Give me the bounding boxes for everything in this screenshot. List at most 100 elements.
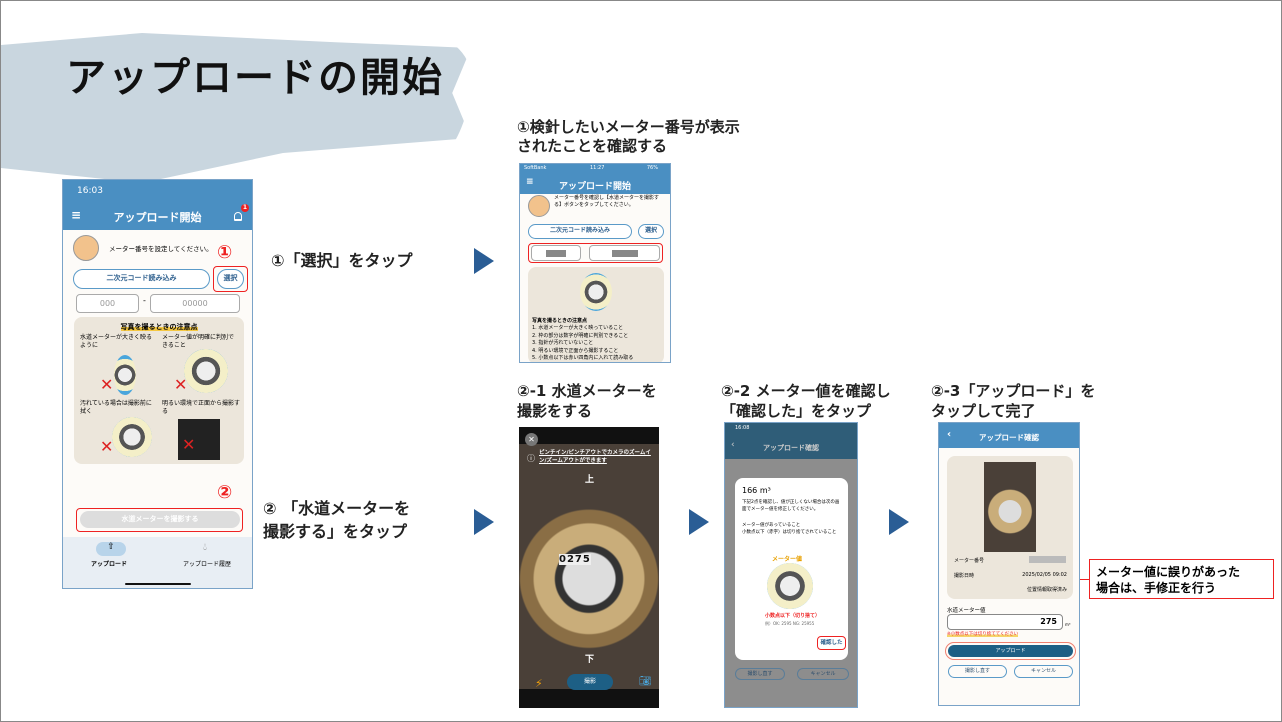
shutter-button[interactable]: 撮影	[567, 674, 613, 690]
menu-icon[interactable]: ≡	[71, 208, 82, 222]
tips-panel: 写真を撮るときの注意点 水道メーターが大きく映るように メーター値が明確に判別で…	[74, 317, 244, 464]
confirmed-button[interactable]: 確認した	[817, 636, 846, 650]
photo-panel: メーター番号 撮影日時 2025/02/05 09:02 位置情報取得済み	[947, 456, 1073, 599]
flash-icon[interactable]: ⚡	[535, 677, 543, 690]
highlight-upload	[945, 642, 1076, 660]
status-time: 16:08	[735, 425, 750, 431]
meter-number-input[interactable]: 00000	[150, 294, 240, 313]
dark-meter-photo	[178, 419, 220, 460]
meter-number-label: メーター番号	[954, 558, 985, 564]
marker-1: ①	[217, 242, 233, 263]
x-icon: ✕	[182, 435, 196, 454]
back-icon[interactable]: ‹	[947, 429, 952, 440]
step-2-label-line2: 撮影する」をタップ	[263, 522, 408, 541]
unit-label: m³	[1065, 622, 1071, 627]
decimal-label: 小数点以下（切り捨て）	[765, 613, 821, 619]
shoot-meter-button[interactable]: 水道メーターを撮影する	[80, 511, 240, 528]
meter-illustration	[112, 417, 152, 457]
tip: 1. 水道メーターが大きく映っていること	[532, 325, 624, 331]
step-2-2-label-line2: 「確認した」をタップ	[721, 402, 872, 420]
battery: 76%	[646, 165, 658, 171]
header-title: アップロード確認	[763, 444, 819, 452]
camera-preview	[519, 444, 659, 689]
arrow-icon	[474, 509, 494, 535]
close-icon[interactable]: ✕	[525, 433, 538, 446]
date-label: 撮影日時	[954, 573, 975, 579]
carrier: SoftBank	[524, 165, 547, 171]
meter-number-prefix-input[interactable]	[531, 245, 581, 261]
mascot-avatar	[73, 235, 99, 261]
highlight-shoot	[76, 508, 243, 532]
marker-2: ②	[217, 482, 233, 503]
tip: 5. 小数点以下は赤い四角内に入れて読み取る	[532, 355, 634, 361]
meter-number-input[interactable]	[589, 245, 660, 261]
header-title: アップロード開始	[113, 211, 202, 224]
meter-reading: 0275	[559, 554, 591, 565]
select-button[interactable]: 選択	[217, 269, 244, 289]
select-button[interactable]: 選択	[638, 224, 664, 239]
x-icon: ✕	[100, 437, 114, 456]
nav-history[interactable]: アップロード履歴	[183, 561, 232, 568]
callout-connector	[1080, 579, 1090, 580]
date-value: 2025/02/05 09:02	[1022, 572, 1067, 578]
phone-upload-confirm: ‹ アップロード確認 メーター番号 撮影日時 2025/02/05 09:02 …	[938, 422, 1080, 706]
header-title: アップロード確認	[979, 433, 1039, 442]
drop-icon[interactable]: 💧︎	[203, 542, 207, 553]
confirm-dialog: 166 m³ 下記2点を確認し、値が正しくない場合は次の画面でメーター値を修正し…	[735, 478, 848, 660]
check-item: メーター値があっていること	[742, 523, 801, 528]
step-2-3-label-line2: タップして完了	[931, 402, 1036, 420]
phone-camera: ✕ ⓘ ピンチイン/ピンチアウトでカメラのズームイン/ズームアウトができます 上…	[519, 427, 659, 708]
upload-icon[interactable]: ⇧	[96, 542, 126, 556]
phone-upload-start: 16:03 ≡ アップロード開始 1 メーター番号を設定してください。 ① 二次…	[62, 179, 253, 589]
nav-upload[interactable]: アップロード	[91, 561, 128, 568]
location-status: 位置情報取得済み	[1026, 587, 1067, 593]
tip: 4. 明るい環境で正面から撮影すること	[532, 347, 619, 354]
qr-read-button[interactable]: 二次元コード読み込み	[73, 269, 210, 289]
step-2-2-label-line1: ②-2 メーター値を確認し	[721, 382, 891, 400]
menu-icon[interactable]: ≡	[526, 177, 534, 187]
cancel-button[interactable]: キャンセル	[797, 668, 849, 680]
help-icon[interactable]: ⓘ	[527, 454, 535, 463]
tips-panel: 写真を撮るときの注意点 1. 水道メーターが大きく映っていること 2. 枠の部分…	[528, 267, 664, 362]
tip-3: 汚れている場合は撮影前に拭く	[80, 400, 152, 415]
qr-read-button[interactable]: 二次元コード読み込み	[528, 224, 632, 239]
cancel-button[interactable]: キャンセル	[1014, 665, 1073, 678]
tip: 2. 枠の部分は数字が明確に判別できること	[532, 332, 629, 339]
down-label: 下	[585, 655, 595, 665]
tips-title: 写真を撮るときの注意点	[120, 323, 198, 331]
back-icon[interactable]: ‹	[731, 440, 735, 450]
switch-camera-icon[interactable]: 📷︎	[639, 676, 652, 687]
check-item: 小数点以下（赤字）は切り捨てされていること	[742, 529, 837, 535]
step-2-3-label-line1: ②-3「アップロード」を	[931, 382, 1096, 400]
tips-title: 写真を撮るときの注意点	[532, 318, 588, 324]
arrow-icon	[474, 248, 494, 274]
meter-illustration	[184, 349, 228, 393]
retake-button[interactable]: 撮影し直す	[735, 668, 785, 680]
upload-button[interactable]: アップロード	[948, 645, 1073, 657]
check-list: メーター値があっていること 小数点以下（赤字）は切り捨てされていること	[742, 523, 842, 536]
bell-icon[interactable]	[234, 212, 242, 221]
x-icon: ✕	[174, 375, 188, 394]
meter-value-label: 水道メーター値	[947, 608, 986, 614]
meter-value-input[interactable]: 275	[947, 614, 1063, 630]
bottom-nav: ⇧ アップロード 💧︎ アップロード履歴	[63, 537, 252, 588]
callout-box: メーター値に誤りがあった 場合は、手修正を行う	[1089, 559, 1274, 599]
home-indicator	[125, 583, 191, 585]
callout-line1: メーター値に誤りがあった	[1096, 565, 1241, 579]
meter-label: メーター値	[772, 556, 803, 563]
step-2-1-label-line1: ②-1 水道メーターを	[517, 382, 657, 400]
status-time: 11:27	[590, 165, 605, 171]
detected-value: 166 m³	[742, 486, 771, 495]
x-icon: ✕	[100, 375, 114, 394]
meter-photo	[984, 462, 1036, 552]
highlight-select	[213, 266, 248, 292]
callout-line2: 場合は、手修正を行う	[1096, 581, 1217, 595]
notification-badge: 1	[241, 204, 249, 212]
decimal-note: ※小数点以下は切り捨ててください	[947, 631, 1019, 637]
dash: -	[143, 296, 146, 305]
retake-button[interactable]: 撮影し直す	[948, 665, 1007, 678]
confirm-instructions: 下記2点を確認し、値が正しくない場合は次の画面でメーター値を修正してください。	[742, 500, 840, 512]
prompt-text: メーター番号を確認し【水道メーターを撮影する】ボタンをタップしてください。	[554, 195, 660, 208]
step-2-1-label-line2: 撮影をする	[517, 402, 593, 420]
meter-number-prefix-input[interactable]: 000	[76, 294, 139, 313]
